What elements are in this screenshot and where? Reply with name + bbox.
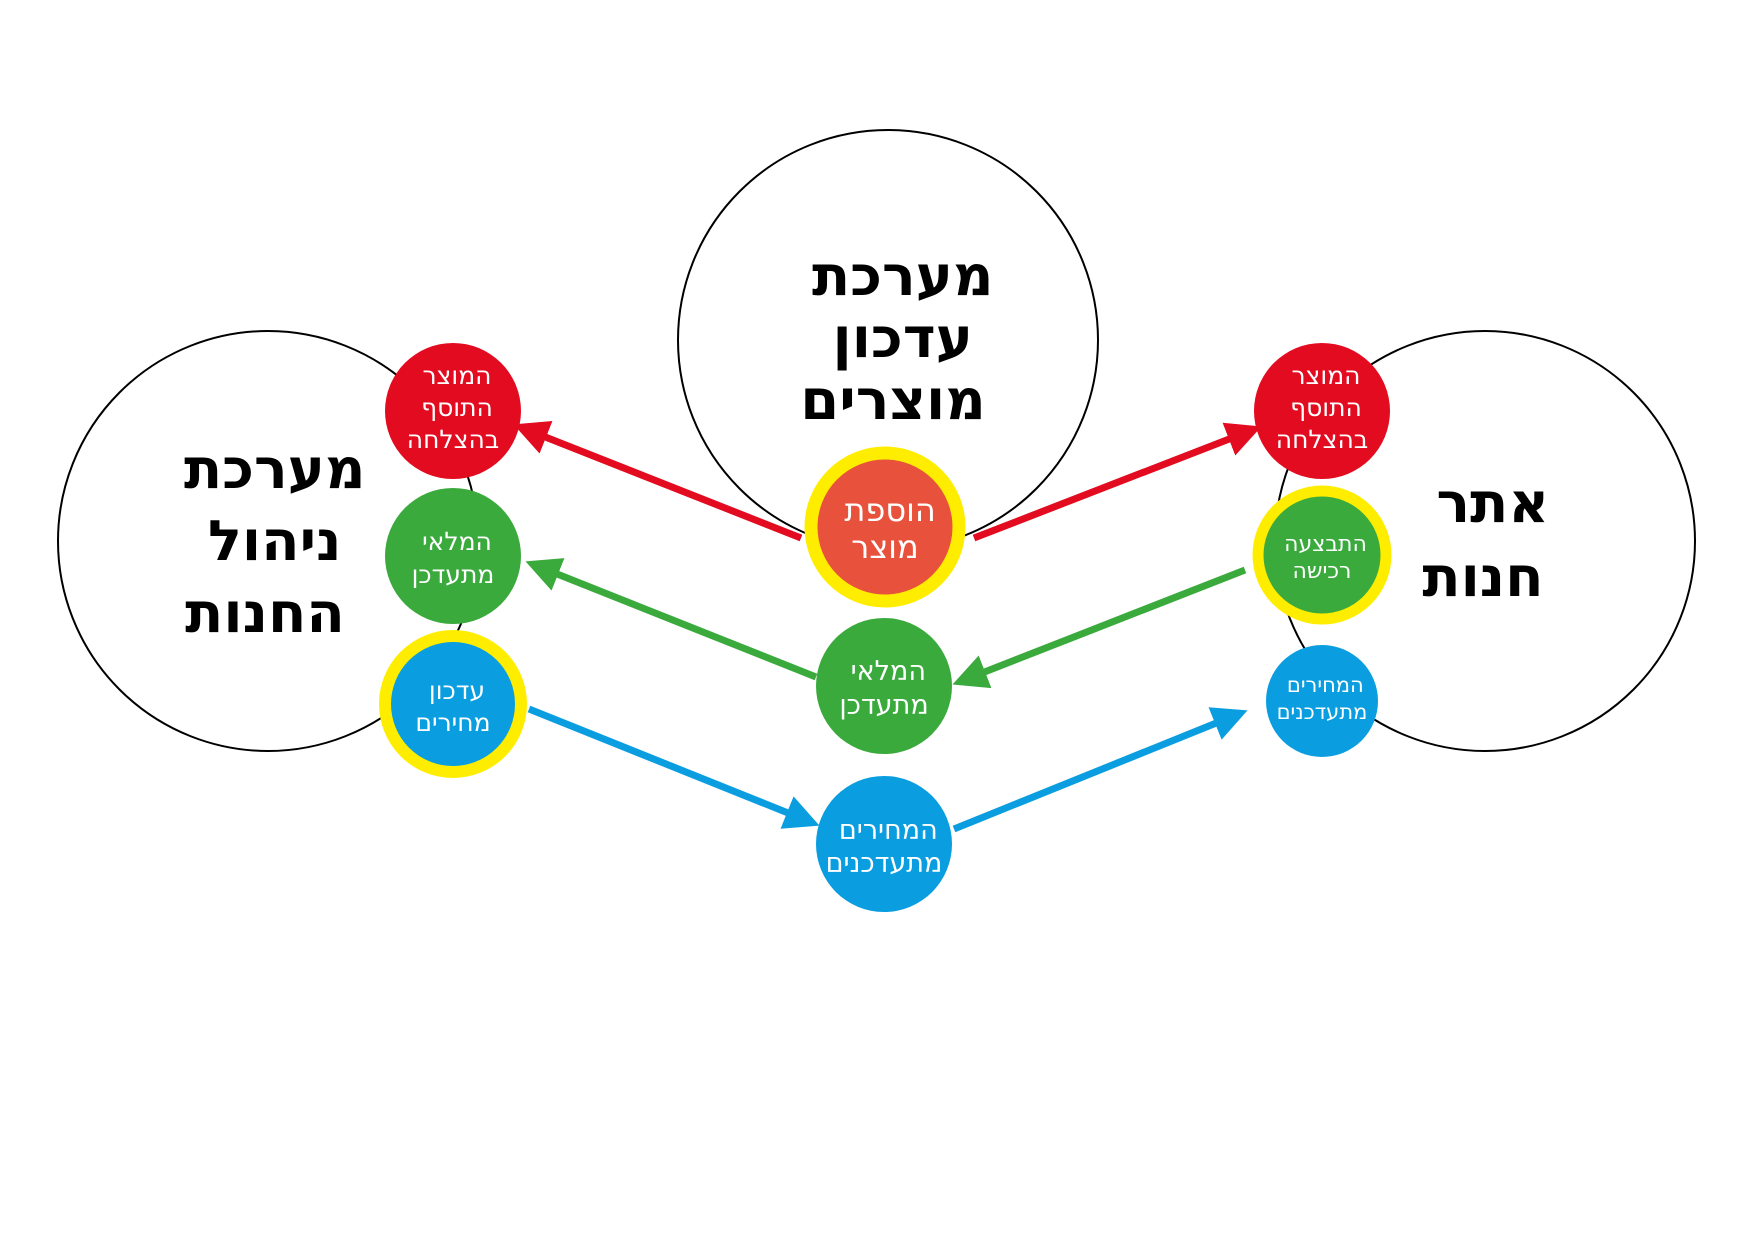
node-left-red-label: המוצר התוסף בהצלחה xyxy=(407,361,500,454)
system-title-product-update: מערכת עדכון מוצרים xyxy=(792,244,993,433)
node-right-blue-label: המחירים מתעדכנים xyxy=(1277,673,1368,724)
node-center-green-label: המלאי מתעדכן xyxy=(839,656,928,721)
node-right-green-highlight xyxy=(1252,485,1392,625)
arrow-red-right xyxy=(972,422,1262,542)
node-right-blue xyxy=(1266,645,1378,757)
node-left-blue-highlight xyxy=(379,630,527,778)
node-left-red xyxy=(385,343,521,479)
system-title-store-site: אתר חנות xyxy=(1417,471,1549,610)
arrow-red-left xyxy=(513,421,803,542)
node-left-green xyxy=(385,488,521,624)
node-center-green xyxy=(816,618,952,754)
system-title-store-management: מערכת ניהול החנות xyxy=(164,437,365,646)
arrow-blue-center-to-right xyxy=(952,707,1248,833)
node-left-green-label: המלאי מתעדכן xyxy=(412,527,495,589)
node-center-blue xyxy=(816,776,952,912)
arrow-blue-left-to-center xyxy=(527,705,820,829)
node-right-green-label: התבצעה רכישה xyxy=(1277,532,1367,584)
node-right-red-label: המוצר התוסף בהצלחה xyxy=(1276,361,1369,454)
arrow-green-right-to-center xyxy=(952,566,1247,689)
node-center-orange-label: הוספת מוצר xyxy=(834,491,936,566)
node-left-blue-label: עדכון מחירים xyxy=(415,676,490,737)
node-right-red xyxy=(1254,343,1390,479)
node-center-blue-label: המחירים מתעדכנים xyxy=(826,815,943,879)
node-center-orange-highlight xyxy=(804,446,966,608)
arrow-green-center-to-left xyxy=(525,558,818,681)
